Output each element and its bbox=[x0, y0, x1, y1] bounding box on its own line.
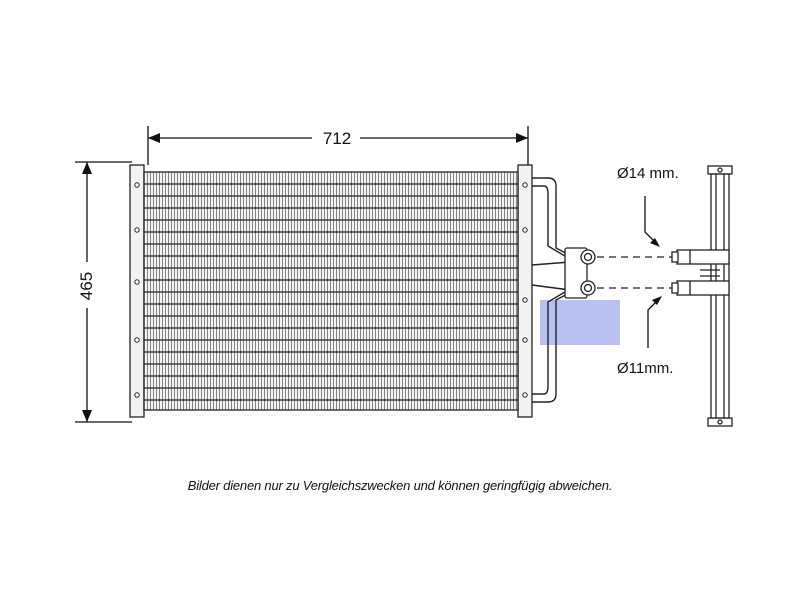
callout-arrow-lower bbox=[647, 296, 662, 348]
upper-pipe-diameter-label: Ø14 mm. bbox=[617, 165, 679, 182]
width-dimension bbox=[147, 126, 529, 165]
height-dimension bbox=[75, 161, 132, 423]
height-label: 465 bbox=[77, 272, 96, 300]
side-view bbox=[671, 165, 733, 427]
pipe-fitting-block bbox=[564, 247, 596, 299]
disclaimer-text: Bilder dienen nur zu Vergleichszwecken u… bbox=[187, 478, 613, 493]
connection-dashes bbox=[597, 256, 672, 289]
condenser-core bbox=[129, 164, 533, 418]
side-piping bbox=[531, 177, 576, 403]
callout-arrow-upper bbox=[644, 196, 660, 247]
lower-pipe-diameter-label: Ø11mm. bbox=[617, 360, 673, 377]
width-label: 712 bbox=[323, 129, 351, 148]
